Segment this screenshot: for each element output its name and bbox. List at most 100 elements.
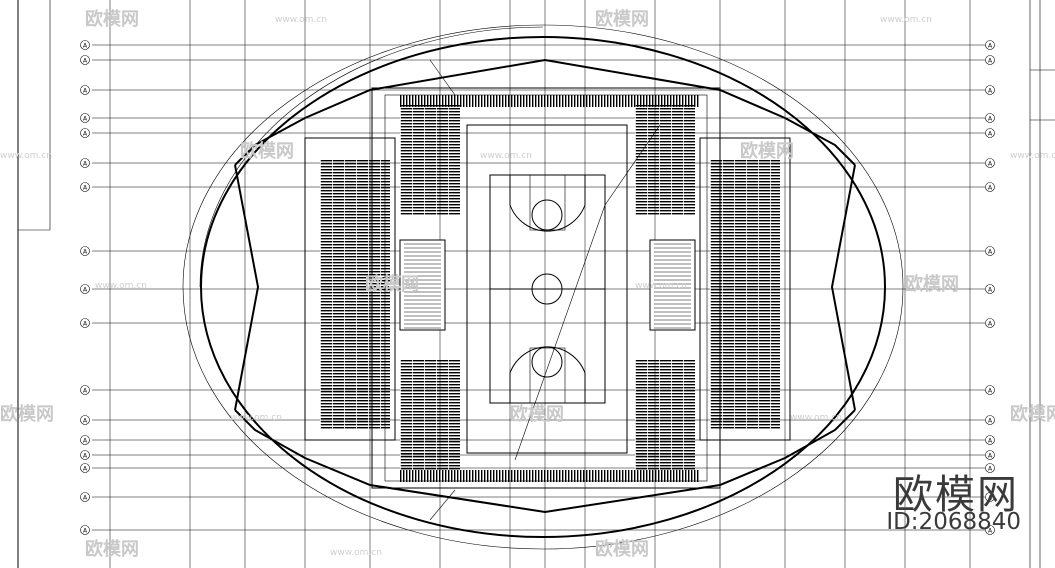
seat-row	[415, 95, 417, 107]
seat-row	[664, 470, 666, 482]
svg-text:欧模网: 欧模网	[905, 273, 959, 295]
seat-row	[710, 340, 780, 342]
seat-row	[496, 95, 498, 107]
seat-row	[710, 391, 780, 393]
seat-row	[622, 470, 624, 482]
grid-bubble-label: A	[83, 528, 88, 535]
seat-row	[400, 435, 460, 437]
svg-text:www.om.cn: www.om.cn	[880, 15, 932, 25]
seat-row	[635, 384, 695, 386]
seat-row	[436, 470, 438, 482]
seat-row	[400, 393, 460, 395]
grid-bubble-label: A	[83, 116, 88, 123]
seat-row	[400, 396, 460, 398]
seat-row	[649, 470, 651, 482]
seat-row	[710, 421, 780, 423]
grid-bubble-label: A	[83, 321, 88, 328]
seat-row	[679, 470, 681, 482]
grid-bubble	[985, 40, 995, 50]
seat-row	[640, 95, 642, 107]
seat-row	[320, 301, 390, 303]
seat-row	[320, 232, 390, 234]
seat-row	[710, 364, 780, 366]
seat-row	[682, 470, 684, 482]
seat-row	[320, 310, 390, 312]
seat-row	[710, 268, 780, 270]
seat-row	[710, 349, 780, 351]
seat-row	[472, 470, 474, 482]
seat-row	[628, 470, 630, 482]
seat-row	[616, 95, 618, 107]
seat-row	[320, 391, 390, 393]
seat-row	[607, 95, 609, 107]
grid-bubble	[80, 55, 90, 65]
seat-row	[635, 423, 695, 425]
seat-row	[710, 271, 780, 273]
seat-row	[526, 95, 528, 107]
seat-row	[682, 95, 684, 107]
seat-row	[320, 289, 390, 291]
seat-row	[710, 400, 780, 402]
seat-row	[635, 126, 695, 128]
seat-row	[635, 141, 695, 143]
seat-row	[556, 470, 558, 482]
seat-row	[320, 211, 390, 213]
seat-row	[454, 95, 456, 107]
seat-row	[631, 95, 633, 107]
seat-row	[400, 165, 460, 167]
seat-row	[635, 150, 695, 152]
seat-row	[622, 95, 624, 107]
seat-row	[400, 453, 460, 455]
grid-bubble	[80, 435, 90, 445]
seat-row	[320, 322, 390, 324]
seat-aisle	[448, 360, 449, 470]
grid-bubble	[80, 318, 90, 328]
seat-row	[616, 470, 618, 482]
seat-row	[541, 470, 543, 482]
seat-row	[710, 337, 780, 339]
seat-row	[710, 325, 780, 327]
grid-bubble	[80, 415, 90, 425]
seat-row	[400, 186, 460, 188]
seat-row	[710, 217, 780, 219]
seat-row	[532, 95, 534, 107]
seat-row	[710, 301, 780, 303]
seat-row	[635, 189, 695, 191]
grid-bubble-label: A	[988, 161, 993, 168]
seat-row	[635, 462, 695, 464]
seat-row	[635, 204, 695, 206]
grid-bubble-label: A	[988, 249, 993, 256]
seat-row	[635, 432, 695, 434]
svg-text:www.om.cn: www.om.cn	[95, 281, 147, 291]
grid-bubble-label: A	[988, 418, 993, 425]
seat-row	[320, 256, 390, 258]
seat-row	[400, 189, 460, 191]
seat-row	[400, 390, 460, 392]
seat-row	[710, 286, 780, 288]
seat-row	[571, 95, 573, 107]
grid-bubble-label: A	[988, 43, 993, 50]
seat-row	[710, 265, 780, 267]
seat-row	[320, 265, 390, 267]
seat-row	[520, 95, 522, 107]
seat-row	[710, 277, 780, 279]
seat-row	[547, 95, 549, 107]
seat-row	[635, 201, 695, 203]
grid-bubble	[80, 463, 90, 473]
seat-aisle	[320, 160, 321, 430]
seat-row	[553, 95, 555, 107]
seat-row	[635, 453, 695, 455]
seat-row	[710, 415, 780, 417]
svg-text:欧模网: 欧模网	[1010, 403, 1055, 425]
grid-bubble	[985, 128, 995, 138]
seat-row	[635, 468, 695, 470]
seat-row	[635, 108, 695, 110]
section-lines	[429, 59, 661, 521]
seat-row	[710, 205, 780, 207]
seat-row	[643, 470, 645, 482]
seat-row	[710, 358, 780, 360]
seat-row	[694, 470, 696, 482]
seat-row	[418, 470, 420, 482]
grid-bubble	[80, 385, 90, 395]
